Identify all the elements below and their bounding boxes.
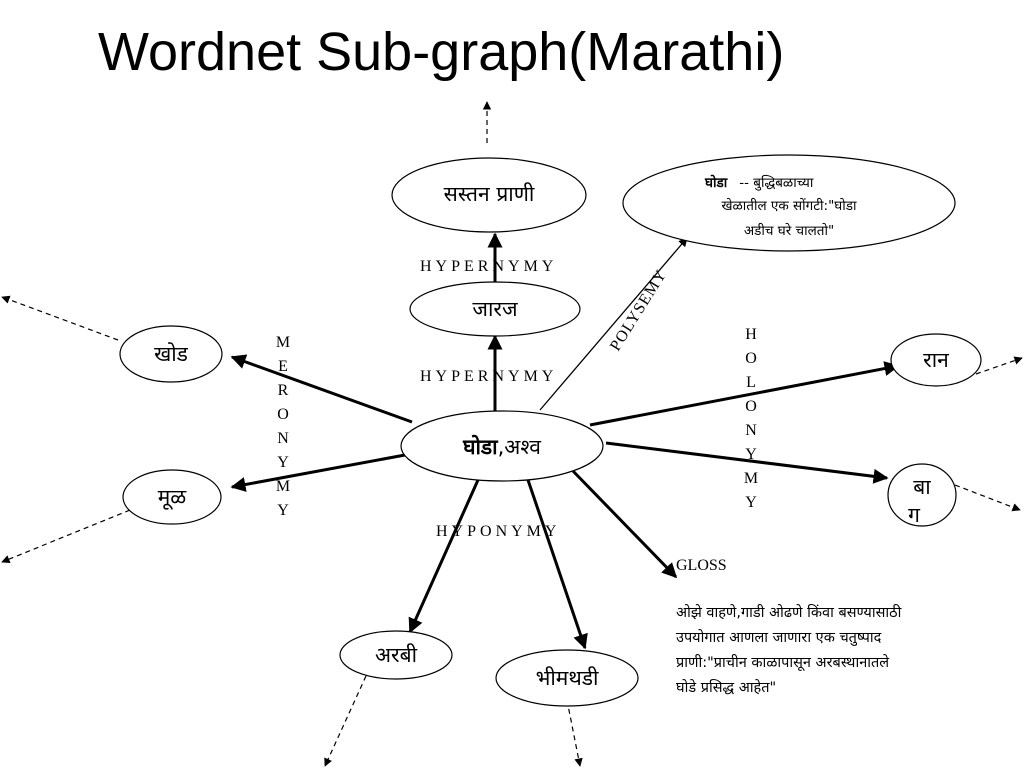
- node-bheemthadi-label: भीमथडी: [536, 666, 599, 690]
- node-jaraj: जारज: [409, 281, 581, 337]
- polysemy-line-2: खेळातील एक सोंगटी:"घोडा: [721, 197, 857, 214]
- holonymy-letter: M: [744, 470, 758, 487]
- node-polysemy: घोडा -- बुद्धिबळाच्या खेळातील एक सोंगटी:"…: [622, 154, 956, 252]
- dashed-arrow-khod: [1, 295, 119, 341]
- node-center: घोडा,अश्व: [400, 410, 604, 482]
- edge-center-to-mool: [230, 453, 406, 492]
- holonymy-letter: Y: [745, 446, 757, 463]
- node-khod: खोड: [119, 325, 223, 383]
- meronymy-letter: N: [277, 430, 289, 447]
- meronymy-letter: Y: [277, 502, 289, 519]
- node-raan-label: रान: [923, 348, 949, 372]
- gloss-line: घोडे प्रसिद्ध आहेत": [676, 679, 776, 696]
- label-polysemy: POLYSEMY: [607, 267, 671, 355]
- meronymy-letter: E: [278, 358, 288, 375]
- node-arbi-label: अरबी: [375, 643, 418, 667]
- holonymy-letter: H: [745, 326, 757, 343]
- label-gloss: GLOSS: [676, 557, 727, 574]
- meronymy-letter: O: [277, 406, 289, 423]
- dashed-arrow-baag: [954, 484, 1021, 512]
- meronymy-letter: R: [278, 382, 289, 399]
- node-baag-label-1: बा: [913, 475, 931, 499]
- holonymy-letter: L: [746, 374, 756, 391]
- dashed-arrow-bheemthadi: [566, 699, 583, 767]
- node-mammal-label: सस्तन प्राणी: [444, 182, 535, 206]
- label-hyponymy: HYPONYMY: [436, 523, 560, 540]
- edge-center-to-polysemy: [539, 237, 688, 411]
- node-mool-label: मूळ: [158, 485, 188, 510]
- dashed-arrow-mool: [1, 509, 131, 564]
- label-meronymy: M E R O N Y M Y: [276, 334, 290, 519]
- holonymy-letter: N: [745, 422, 757, 439]
- center-rest: ,अश्व: [498, 435, 542, 459]
- node-baag: बा ग: [887, 463, 957, 527]
- meronymy-letter: M: [276, 334, 290, 351]
- gloss-line: प्राणी:"प्राचीन काळापासून अरबस्थानातले: [676, 654, 890, 671]
- node-mammal: सस्तन प्राणी: [391, 157, 587, 233]
- edge-center-to-baag: [605, 441, 889, 484]
- polysemy-line-3: अडीच घरे चालतो": [744, 222, 834, 239]
- gloss-line: उपयोगात आणला जाणारा एक चतुष्पाद: [676, 629, 882, 646]
- label-hypernymy-mid: HYPERNYMY: [420, 368, 557, 385]
- node-arbi: अरबी: [339, 630, 453, 680]
- edge-center-to-bheemthadi: [526, 479, 588, 650]
- gloss-text: ओझे वाहणे,गाडी ओढणे किंवा बसण्यासाठी उपय…: [676, 603, 902, 696]
- holonymy-letter: O: [745, 350, 757, 367]
- meronymy-letter: M: [276, 478, 290, 495]
- gloss-line: ओझे वाहणे,गाडी ओढणे किंवा बसण्यासाठी: [676, 603, 902, 621]
- node-khod-label: खोड: [154, 342, 189, 366]
- node-center-label: घोडा,अश्व: [462, 434, 541, 459]
- meronymy-letter: Y: [277, 454, 289, 471]
- page-title: Wordnet Sub-graph(Marathi): [98, 22, 784, 82]
- label-holonymy: H O L O N Y M Y: [744, 326, 758, 511]
- edge-center-to-raan: [589, 361, 900, 427]
- edge-center-to-khod: [230, 354, 413, 424]
- polysemy-line-1-rest: -- बुद्धिबळाच्या: [739, 174, 814, 191]
- holonymy-letter: Y: [745, 494, 757, 511]
- edge-center-to-gloss: [570, 468, 678, 579]
- dashed-arrow-raan: [975, 356, 1023, 375]
- node-raan: रान: [890, 333, 982, 387]
- node-mool: मूळ: [122, 469, 222, 525]
- center-word: घोडा: [462, 434, 499, 459]
- polysemy-line-1: घोडा -- बुद्धिबळाच्या: [704, 174, 814, 191]
- node-jaraj-label: जारज: [472, 297, 518, 321]
- polysemy-word: घोडा: [704, 174, 728, 191]
- label-hypernymy-top: HYPERNYMY: [420, 258, 557, 275]
- node-bheemthadi: भीमथडी: [495, 649, 639, 707]
- holonymy-letter: O: [745, 398, 757, 415]
- dashed-arrow-arbi: [324, 675, 367, 767]
- edge-center-to-arbi: [408, 479, 480, 634]
- node-baag-label-2: ग: [908, 503, 921, 527]
